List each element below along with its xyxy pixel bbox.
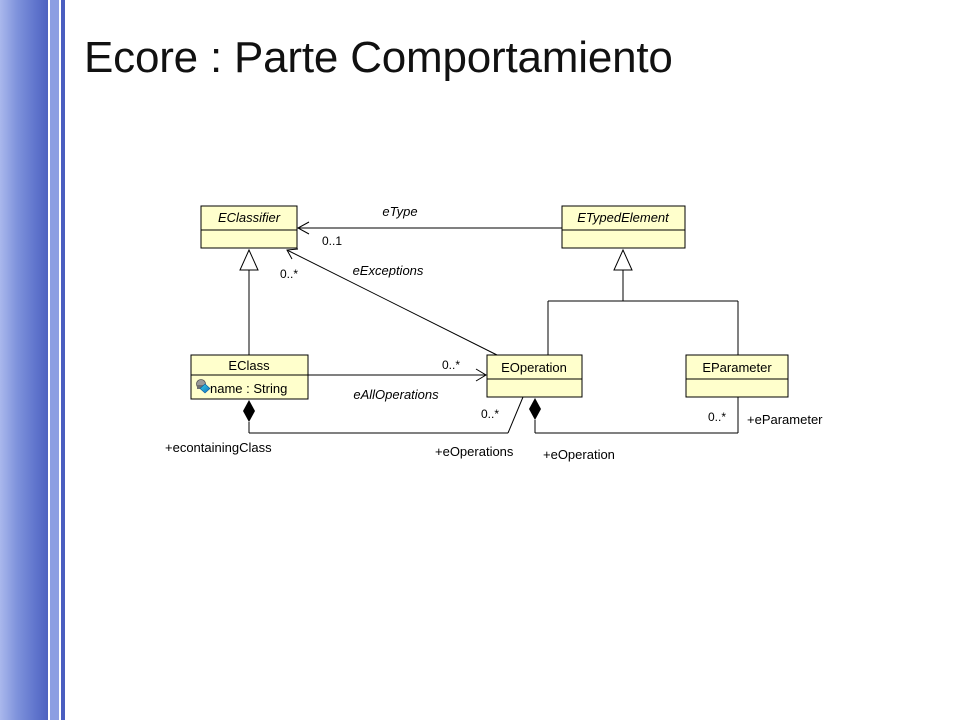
class-eparameter: EParameter — [685, 354, 789, 398]
composition-eparameters-multiplicity: 0..* — [708, 410, 726, 424]
composition-eoperations: +econtainingClass 0..* +eOperations — [165, 396, 524, 459]
slide-title: Ecore : Parte Comportamiento — [84, 33, 673, 82]
role-eoperations: +eOperations — [435, 444, 514, 459]
association-etype: eType 0..1 — [296, 204, 562, 248]
class-eclassifier-name: EClassifier — [218, 210, 281, 225]
role-eparameter: +eParameter — [747, 412, 823, 427]
class-eoperation: EOperation — [486, 354, 583, 398]
association-eexceptions: eExceptions 0..* — [280, 248, 498, 356]
association-eallopertions: 0..* eAllOperations — [308, 358, 487, 402]
association-etype-label: eType — [382, 204, 417, 219]
composition-eparameters: +eOperation 0..* +eParameter — [529, 397, 823, 462]
association-eexceptions-label: eExceptions — [353, 263, 424, 278]
class-eclass-name: EClass — [228, 358, 270, 373]
association-eallopertions-multiplicity: 0..* — [442, 358, 460, 372]
class-eclass-attribute: name : String — [210, 381, 287, 396]
class-etypedelement: ETypedElement — [561, 205, 686, 249]
generalization-eclass-eclassifier — [239, 248, 259, 355]
class-eclassifier: EClassifier — [200, 205, 298, 249]
association-etype-multiplicity: 0..1 — [322, 234, 342, 248]
role-econtainingclass: +econtainingClass — [165, 440, 272, 455]
composition-eoperations-multiplicity: 0..* — [481, 407, 499, 421]
side-decoration-band — [0, 0, 48, 720]
attribute-icon — [196, 379, 211, 394]
role-eoperation: +eOperation — [543, 447, 615, 462]
side-decoration-stripe — [50, 0, 59, 720]
class-eclass: EClass name : String — [190, 354, 309, 400]
generalization-typed-elements — [547, 248, 739, 355]
association-eallopertions-label: eAllOperations — [353, 387, 439, 402]
association-eexceptions-multiplicity: 0..* — [280, 267, 298, 281]
side-decoration-stripe-dark — [61, 0, 65, 720]
class-eparameter-name: EParameter — [702, 360, 772, 375]
class-etypedelement-name: ETypedElement — [577, 210, 670, 225]
class-eoperation-name: EOperation — [501, 360, 567, 375]
